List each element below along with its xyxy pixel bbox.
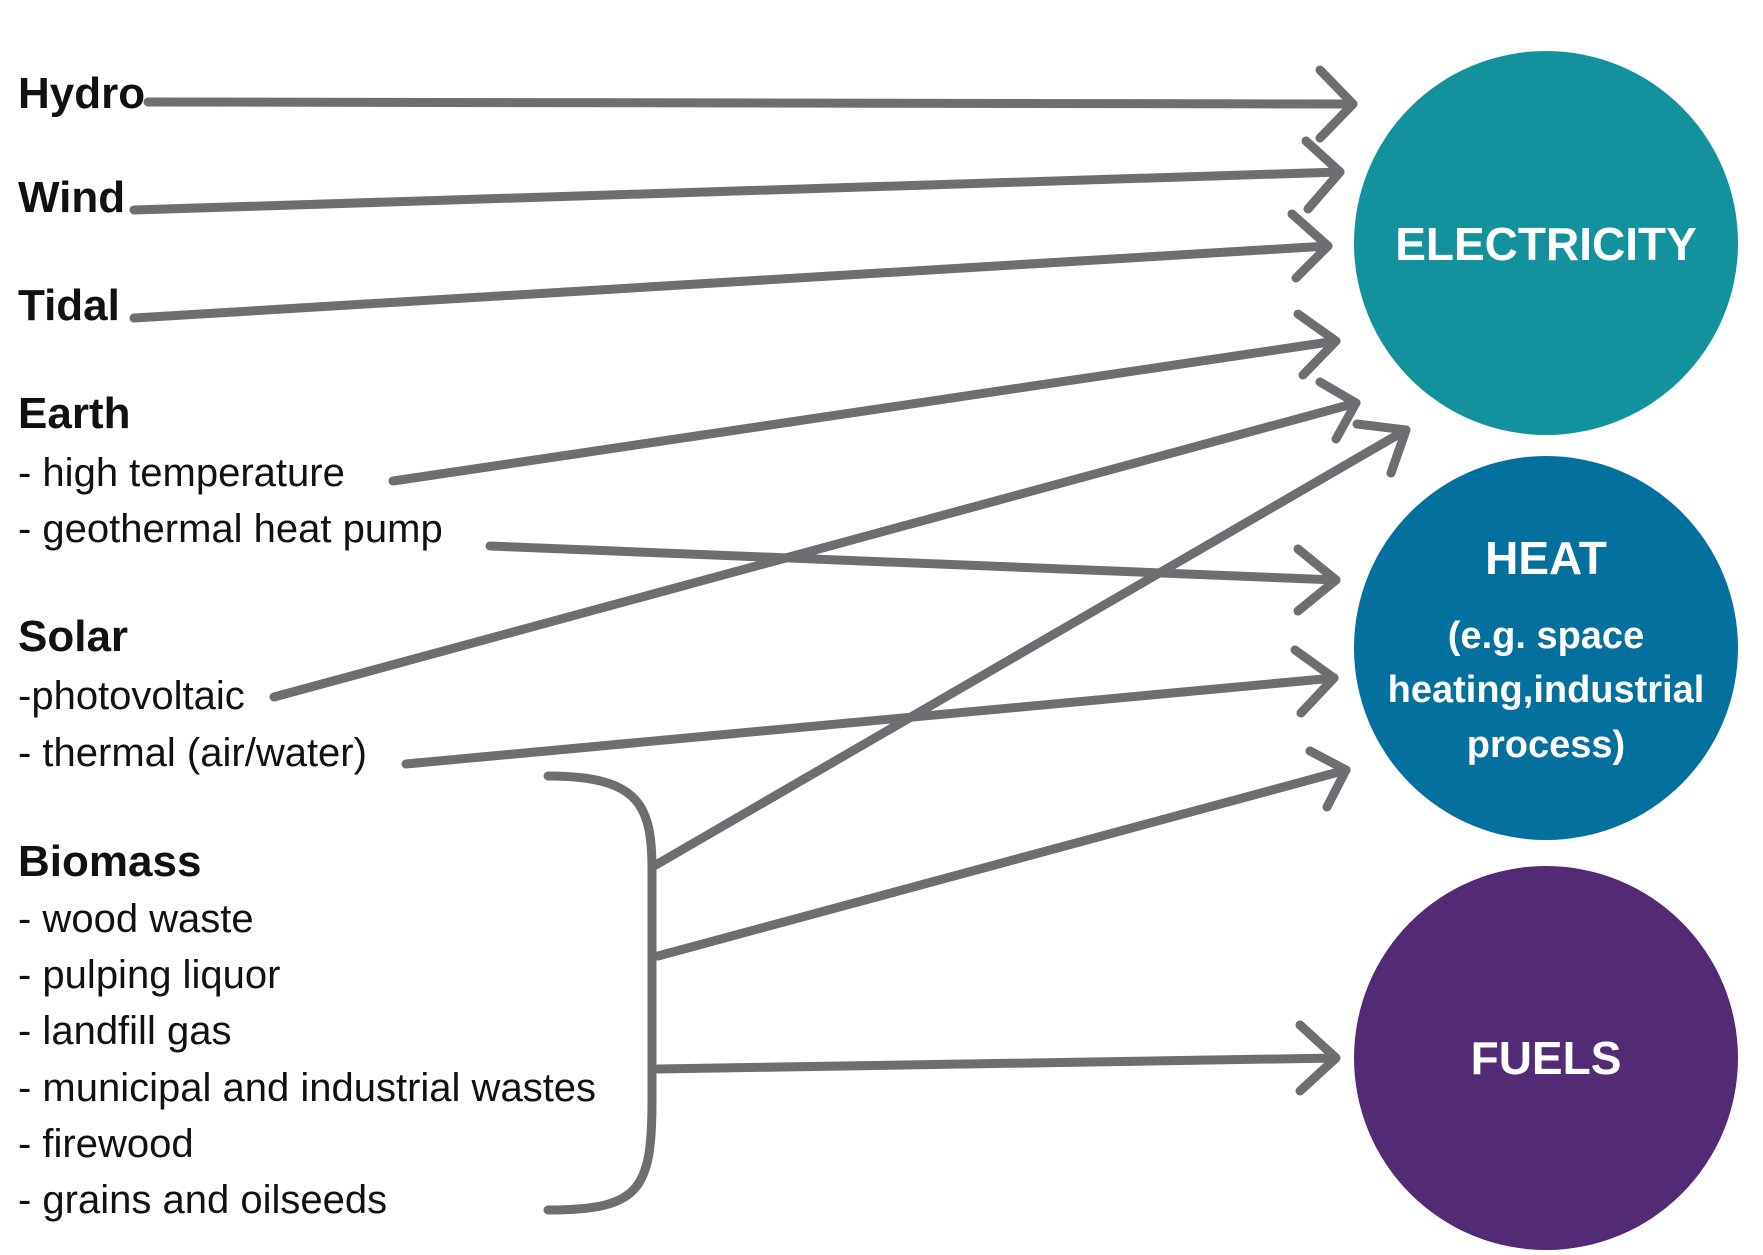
biomass-brace bbox=[543, 771, 657, 1215]
heat-label: HEAT bbox=[1485, 532, 1607, 584]
biomass-item-firewood: - firewood bbox=[18, 1122, 194, 1166]
heat-sub-line-1: (e.g. space bbox=[1448, 615, 1644, 657]
earth-item-high-temperature: - high temperature bbox=[18, 451, 345, 495]
arrow-tidal-to-electricity bbox=[129, 209, 1333, 323]
biomass-item-landfill-gas: - landfill gas bbox=[18, 1009, 231, 1053]
heat-sub-line-3: process) bbox=[1467, 724, 1625, 766]
arrow-biomass-to-fuels bbox=[653, 1020, 1341, 1096]
solar-item-photovoltaic: -photovoltaic bbox=[18, 674, 245, 718]
source-tidal: Tidal bbox=[18, 281, 120, 330]
arrow-thermal-to-heat bbox=[401, 645, 1339, 769]
source-solar: Solar bbox=[18, 612, 128, 661]
arrow-photovoltaic-to-electricity bbox=[269, 377, 1361, 702]
fuels-label: FUELS bbox=[1471, 1032, 1622, 1084]
biomass-item-pulping-liquor: - pulping liquor bbox=[18, 953, 280, 997]
heat-sub-line-2: heating,industrial bbox=[1388, 669, 1705, 711]
biomass-item-grains-oilseeds: - grains and oilseeds bbox=[18, 1178, 387, 1222]
sources: Hydro Wind Tidal Earth - high temperatur… bbox=[18, 69, 596, 1222]
source-wind: Wind bbox=[18, 173, 125, 222]
source-biomass: Biomass bbox=[18, 837, 201, 886]
arrow-biomass-to-electricity bbox=[649, 419, 1411, 871]
arrow-biomass-to-heat bbox=[653, 746, 1351, 961]
fuels-circle bbox=[1354, 866, 1738, 1250]
node-fuels: FUELS bbox=[1354, 866, 1738, 1250]
biomass-item-wood-waste: - wood waste bbox=[18, 897, 254, 941]
biomass-item-municipal-industrial-wastes: - municipal and industrial wastes bbox=[18, 1066, 596, 1110]
earth-item-geothermal-heat-pump: - geothermal heat pump bbox=[18, 507, 443, 551]
node-heat: HEAT (e.g. space heating,industrial proc… bbox=[1354, 456, 1738, 840]
source-earth: Earth bbox=[18, 389, 130, 438]
arrow-hydro-to-electricity bbox=[143, 65, 1358, 143]
arrow-wind-to-electricity bbox=[129, 136, 1345, 215]
node-electricity: ELECTRICITY bbox=[1354, 51, 1738, 435]
solar-item-thermal: - thermal (air/water) bbox=[18, 731, 367, 775]
arrow-high-temperature-to-electricity bbox=[388, 309, 1341, 486]
electricity-circle bbox=[1354, 51, 1738, 435]
heat-circle bbox=[1354, 456, 1738, 840]
arrow-geothermal-heat-pump-to-heat bbox=[485, 541, 1341, 616]
source-hydro: Hydro bbox=[18, 69, 145, 118]
electricity-label: ELECTRICITY bbox=[1395, 218, 1697, 270]
